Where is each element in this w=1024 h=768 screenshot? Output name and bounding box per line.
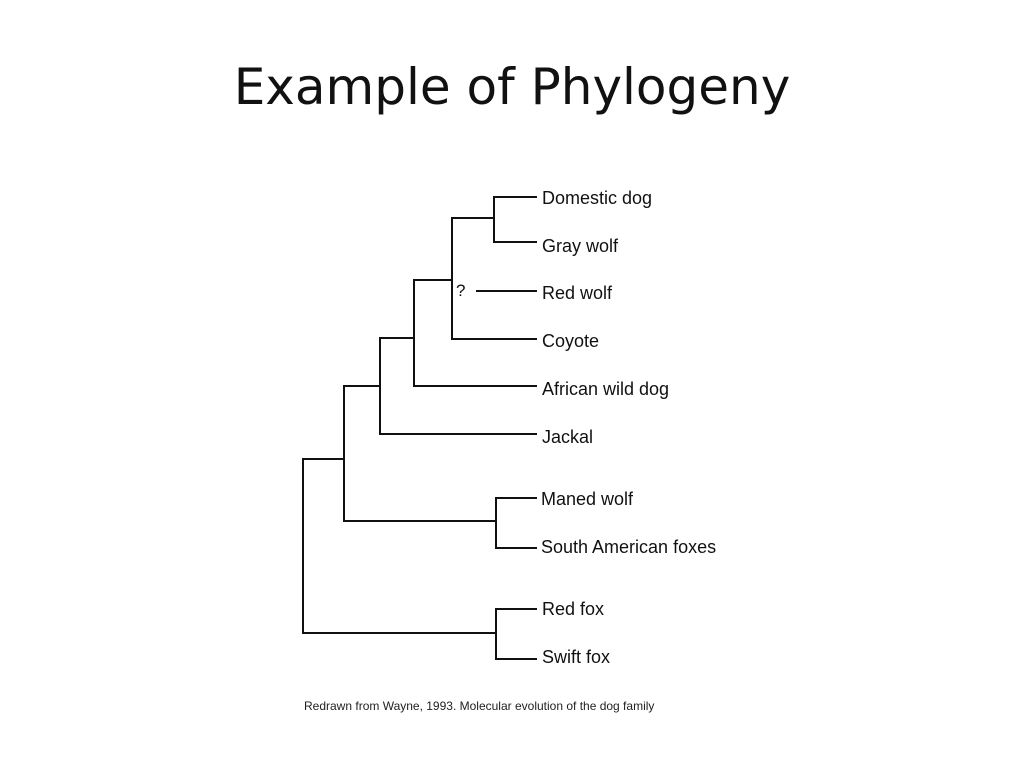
taxon-label: Red wolf [542,283,613,303]
uncertain-marker: ? [456,281,465,300]
taxon-label: Red fox [542,599,604,619]
taxon-labels: Domestic dog Gray wolf Red wolf Coyote A… [541,188,716,667]
taxon-label: Swift fox [542,647,610,667]
taxon-label: African wild dog [542,379,669,399]
taxon-label: Domestic dog [542,188,652,208]
taxon-label: Maned wolf [541,489,634,509]
taxon-label: Gray wolf [542,236,619,256]
taxon-label: South American foxes [541,537,716,557]
slide-title: Example of Phylogeny [233,58,791,116]
source-caption: Redrawn from Wayne, 1993. Molecular evol… [304,699,655,713]
tree-branches [302,196,537,660]
taxon-label: Coyote [542,331,599,351]
taxon-label: Jackal [542,427,593,447]
